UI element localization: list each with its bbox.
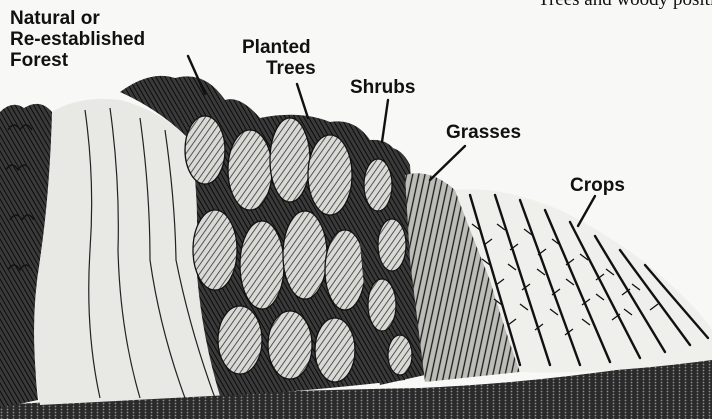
planted-trees-label: Planted Trees [242, 37, 316, 79]
grasses-leader [430, 146, 465, 180]
forest-label-line-1: Natural or [10, 8, 145, 29]
corner-caption-line-2: positioned to pro [673, 0, 712, 10]
planted-trees-label-line-2: Trees [242, 58, 316, 79]
planted-trees-leader-2 [297, 84, 308, 118]
shrubs-label: Shrubs [350, 77, 415, 98]
crops-leader [578, 196, 595, 226]
forest-label-line-2: Re-established [10, 29, 145, 50]
corner-caption-line-1: Trees and woody [538, 0, 668, 10]
grasses-label: Grasses [446, 122, 521, 143]
planted-trees-label-line-1: Planted [242, 37, 316, 58]
corner-caption: Trees and woody positioned to pro [538, 0, 712, 10]
forest-label-line-3: Forest [10, 50, 145, 71]
shrubs-leader [382, 100, 388, 142]
forest-label: Natural or Re-established Forest [10, 8, 145, 71]
crops-label: Crops [570, 175, 625, 196]
